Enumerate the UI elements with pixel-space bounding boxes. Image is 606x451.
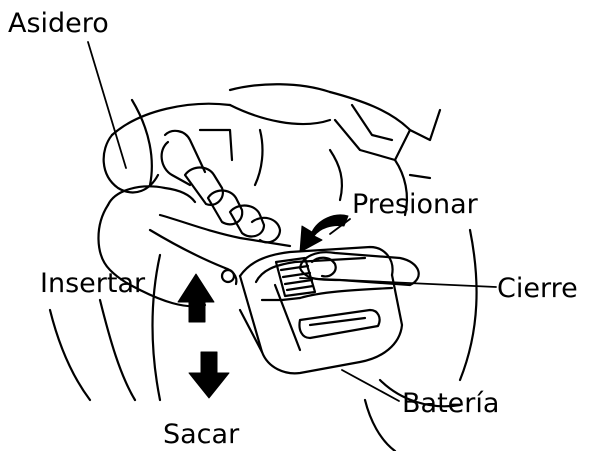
leader-cierre — [299, 277, 497, 288]
label-presionar: Presionar — [352, 189, 478, 220]
label-asidero: Asidero — [8, 8, 109, 39]
leader-presionar — [329, 218, 351, 235]
leader-asidero — [87, 41, 127, 169]
arrows — [177, 214, 349, 399]
label-bateria: Batería — [402, 388, 500, 419]
label-insertar: Insertar — [40, 268, 146, 299]
leader-lines — [87, 41, 497, 402]
insert-arrow-up-icon — [177, 273, 215, 323]
leader-bateria — [341, 369, 400, 402]
latch — [274, 256, 317, 298]
hand — [97, 129, 292, 308]
label-cierre: Cierre — [497, 273, 578, 304]
battery-pack — [238, 245, 404, 375]
remove-arrow-down-icon — [188, 351, 230, 399]
press-arrow-icon — [299, 214, 349, 253]
device-body — [48, 83, 478, 451]
label-sacar: Sacar — [163, 419, 240, 450]
